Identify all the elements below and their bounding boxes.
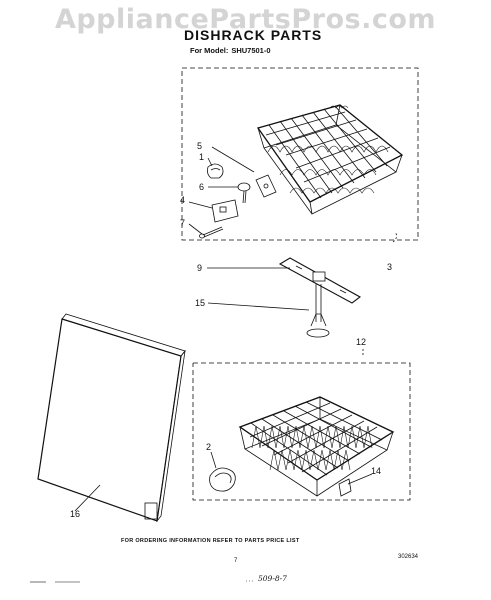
model-label: For Model: <box>190 46 229 55</box>
door-panel-illustration <box>37 313 186 523</box>
callout-4: 4 <box>180 195 185 205</box>
model-line: For Model:SHU7501-0 <box>190 46 271 55</box>
site-watermark: AppliancePartsPros.com <box>54 4 437 35</box>
callout-15: 15 <box>195 298 205 308</box>
scan-marks <box>30 580 254 583</box>
callout-12: 12 <box>356 337 366 347</box>
document-number: 302634 <box>398 554 419 560</box>
part-6-roller <box>237 182 251 204</box>
callout-7: 7 <box>180 218 185 228</box>
callout-9: 9 <box>197 263 202 273</box>
feed-tube-illustration <box>306 284 330 338</box>
spray-arm-illustration <box>278 257 362 304</box>
handwritten-note: 509-8-7 <box>258 574 287 583</box>
callout-2: 2 <box>206 442 211 452</box>
callout-3: 3 <box>387 262 392 272</box>
lower-rack-frame <box>192 362 411 501</box>
part-7-screw <box>199 226 224 239</box>
model-value: SHU7501-0 <box>231 46 271 55</box>
callout-5: 5 <box>197 141 202 151</box>
callout-14: 14 <box>371 466 381 476</box>
part-5-bracket <box>255 174 277 198</box>
callout-1: 1 <box>199 152 204 162</box>
page-title: DISHRACK PARTS <box>184 27 323 43</box>
callout-16: 16 <box>70 509 80 519</box>
upper-rack-frame <box>181 67 419 241</box>
page-number: 7 <box>234 558 238 564</box>
part-2-roller-clip <box>209 467 236 492</box>
part-4-bracket <box>211 199 239 223</box>
part-1-clip <box>207 163 224 179</box>
ordering-note: FOR ORDERING INFORMATION REFER TO PARTS … <box>121 538 300 544</box>
lower-dishrack-illustration <box>238 396 395 497</box>
upper-dishrack-illustration <box>256 104 404 215</box>
callout-6: 6 <box>199 182 204 192</box>
part-14-bracket <box>338 478 352 497</box>
